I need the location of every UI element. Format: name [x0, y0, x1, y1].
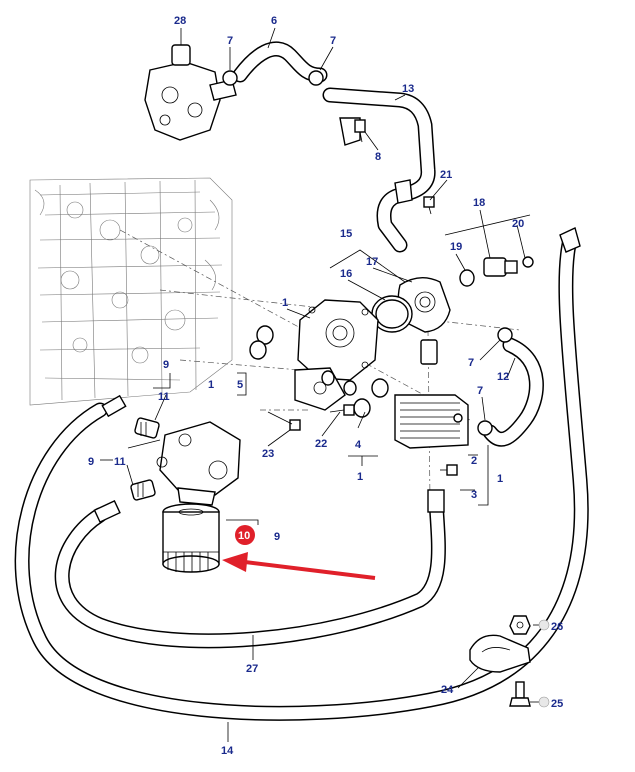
hose-clamp-7-right-lower	[477, 420, 493, 436]
callout-7-right-upper: 7	[468, 357, 474, 369]
oil-cooler-housing-1	[294, 299, 379, 411]
callout-2: 2	[471, 455, 477, 467]
o-ring-small-b	[321, 370, 335, 386]
hose-clamp-7-right-upper	[497, 327, 513, 343]
hose-6	[232, 41, 328, 83]
hose-clamp-7-upper-left	[222, 70, 238, 86]
hose-fitting-27-right	[427, 489, 445, 513]
plug-20	[522, 256, 534, 268]
nut-26	[509, 615, 531, 635]
callout-1-right: 1	[497, 473, 503, 485]
bolt-23	[267, 411, 301, 431]
oil-cooler-element-2	[394, 394, 469, 449]
callout-25: 25	[551, 698, 563, 710]
bubble-26	[538, 619, 550, 631]
o-ring-small-a	[343, 380, 357, 396]
callout-labels: 28 6 7 7 13 8 21 18 20 19 15 16 17 1 7 1…	[88, 15, 563, 757]
callout-5: 5	[237, 379, 243, 391]
highlight-bubble-10: 10	[235, 525, 255, 545]
callout-10: 10	[238, 530, 250, 542]
callout-6: 6	[271, 15, 277, 27]
callout-27: 27	[246, 663, 258, 675]
o-ring-5-lower	[249, 340, 267, 360]
bolt-8	[354, 119, 366, 143]
callout-7-upper-left: 7	[227, 35, 233, 47]
hose-clamp-7-upper-right	[308, 70, 324, 86]
hose-27	[54, 492, 446, 649]
bolt-21	[423, 196, 435, 215]
o-ring-4-lower	[353, 398, 371, 418]
leader-lines	[100, 27, 540, 742]
callout-21: 21	[440, 169, 452, 181]
callout-4: 4	[355, 439, 362, 451]
engine-block	[29, 177, 233, 406]
callout-8: 8	[375, 151, 381, 163]
thermostat-housing-28	[144, 44, 237, 141]
hose-12	[482, 337, 544, 447]
hose-fitting-27-left	[93, 499, 121, 523]
adapter-11-lower	[130, 479, 156, 501]
o-ring-16-inner	[375, 299, 409, 329]
callout-15: 15	[340, 228, 352, 240]
callout-1-housing: 1	[282, 297, 288, 309]
callout-20: 20	[512, 218, 524, 230]
pipe-13	[322, 87, 436, 253]
bolt-3	[440, 464, 458, 476]
threaded-nipple	[420, 339, 438, 365]
filter-head-9	[156, 421, 241, 506]
callout-1-element: 1	[357, 471, 363, 483]
bubble-25	[538, 696, 550, 708]
callout-3: 3	[471, 489, 477, 501]
adapter-11-upper	[134, 417, 160, 439]
callout-12: 12	[497, 371, 509, 383]
callout-7-right-lower: 7	[477, 385, 483, 397]
callout-16: 16	[340, 268, 352, 280]
o-ring-4-upper	[371, 378, 389, 398]
callout-28: 28	[174, 15, 186, 27]
highlight-arrow	[222, 552, 376, 580]
hose-fitting-14-right	[559, 227, 581, 253]
temperature-sender-18	[483, 257, 518, 277]
bracket-24	[469, 634, 531, 673]
callout-18: 18	[473, 197, 485, 209]
callout-7-upper-right: 7	[330, 35, 336, 47]
bolt-25	[509, 681, 531, 707]
hose-fitting-14-upper	[101, 394, 127, 418]
oil-filter-10	[162, 503, 220, 573]
callout-19: 19	[450, 241, 462, 253]
callout-9-upper: 9	[163, 359, 169, 371]
callout-22: 22	[315, 438, 327, 450]
bolt-22	[329, 404, 355, 416]
callout-11-lower: 11	[114, 456, 126, 468]
callout-9-lower: 9	[274, 531, 280, 543]
hose-14	[14, 232, 589, 721]
callout-1-oring: 1	[208, 379, 214, 391]
callout-23: 23	[262, 448, 274, 460]
callout-11-upper: 11	[158, 391, 170, 403]
callout-13: 13	[402, 83, 414, 95]
callout-24: 24	[441, 684, 454, 696]
callout-9-left: 9	[88, 456, 94, 468]
callout-14: 14	[221, 745, 234, 757]
callout-17: 17	[366, 256, 378, 268]
callout-26: 26	[551, 621, 563, 633]
o-ring-5-upper	[256, 325, 274, 345]
seal-ring-19	[459, 269, 475, 287]
